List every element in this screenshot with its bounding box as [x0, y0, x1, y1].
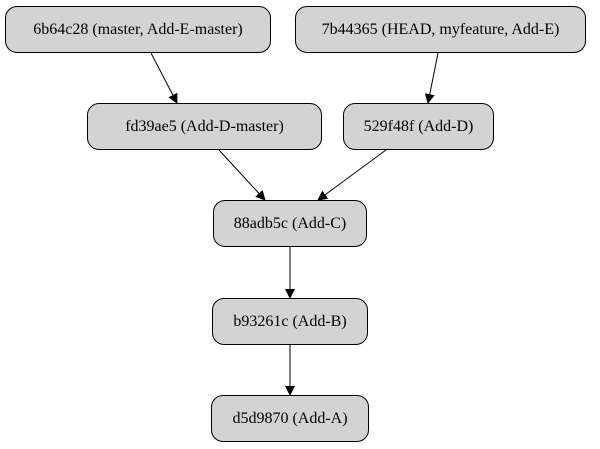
commit-node-7b44365: 7b44365 (HEAD, myfeature, Add-E) — [295, 6, 586, 53]
edge-n2-n4 — [424, 52, 439, 104]
commit-label: 7b44365 (HEAD, myfeature, Add-E) — [321, 20, 560, 38]
commit-node-b93261c: b93261c (Add-B) — [212, 298, 368, 345]
commit-label: 88adb5c (Add-C) — [233, 214, 347, 232]
commit-label: fd39ae5 (Add-D-master) — [125, 117, 284, 135]
commit-node-fd39ae5: fd39ae5 (Add-D-master) — [87, 103, 322, 150]
edge-n1-n3 — [150, 52, 178, 104]
edge-n3-n5 — [218, 149, 266, 201]
commit-node-88adb5c: 88adb5c (Add-C) — [213, 200, 367, 247]
commit-node-d5d9870: d5d9870 (Add-A) — [211, 395, 369, 442]
commit-label: b93261c (Add-B) — [233, 312, 347, 330]
commit-label: d5d9870 (Add-A) — [232, 409, 348, 427]
commit-node-529f48f: 529f48f (Add-D) — [343, 103, 494, 150]
commit-node-6b64c28: 6b64c28 (master, Add-E-master) — [5, 6, 271, 53]
commit-label: 529f48f (Add-D) — [363, 117, 474, 135]
commit-label: 6b64c28 (master, Add-E-master) — [33, 20, 243, 38]
edge-n4-n5 — [317, 149, 387, 201]
